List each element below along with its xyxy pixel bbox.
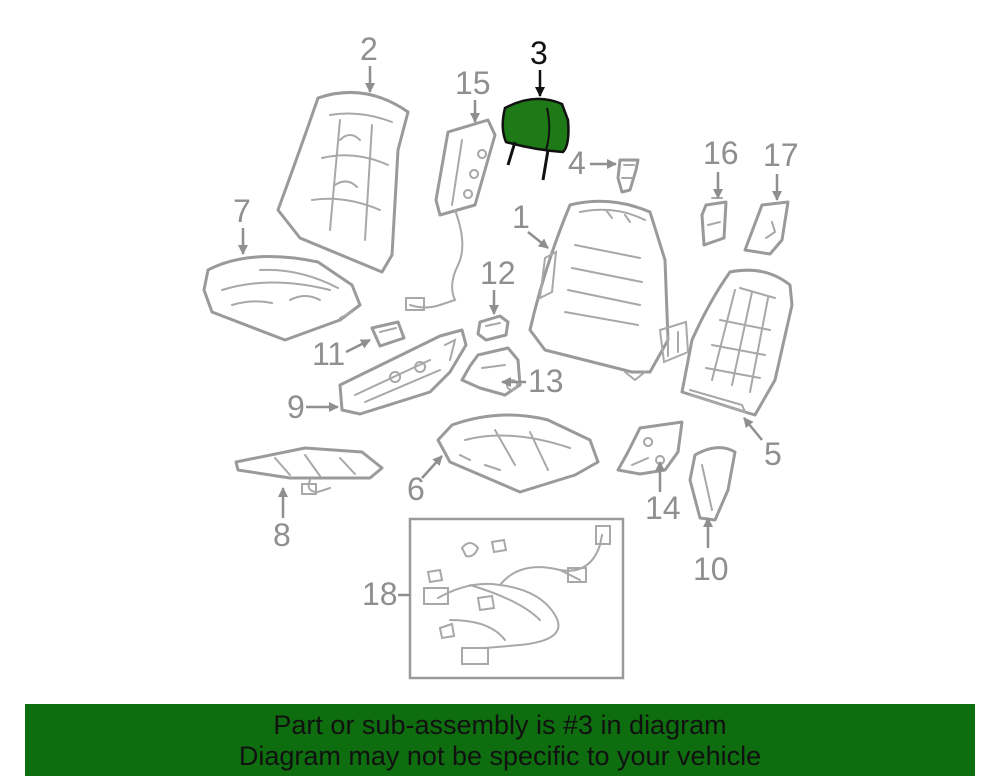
callout-label: 16 <box>703 135 739 171</box>
part-16-bracket[interactable] <box>700 197 728 247</box>
callout-label: 14 <box>645 490 681 526</box>
part-14-bracket[interactable] <box>616 420 684 476</box>
callout-11: 11 <box>312 336 371 372</box>
info-banner: Part or sub-assembly is #3 in diagram Di… <box>25 704 975 776</box>
callout-label: 13 <box>528 363 564 399</box>
part-15-side-airbag[interactable] <box>405 118 497 311</box>
callout-label: 18 <box>362 576 398 612</box>
part-1-seatback-pad[interactable] <box>528 199 690 382</box>
callout-12: 12 <box>480 255 516 315</box>
part-10-outer-cover[interactable] <box>688 446 737 522</box>
callout-label: 15 <box>455 65 491 101</box>
callout-label: 4 <box>568 145 586 181</box>
part-18-wire-harness-box[interactable] <box>408 517 625 680</box>
part-3-headrest[interactable] <box>501 97 570 181</box>
callout-3: 3 <box>530 35 548 97</box>
part-8-sensor-mat[interactable] <box>234 446 384 495</box>
part-17-cover[interactable] <box>743 200 790 256</box>
callout-label: 12 <box>480 255 516 291</box>
part-13-recliner-cover[interactable] <box>460 346 522 397</box>
part-5-seatback-frame[interactable] <box>680 268 794 417</box>
callout-label: 2 <box>360 31 378 67</box>
part-9-side-trim[interactable] <box>338 328 468 416</box>
banner-line-part: Part or sub-assembly is #3 in diagram <box>273 710 727 740</box>
callout-17: 17 <box>763 137 799 201</box>
part-6-cushion-pad[interactable] <box>436 413 600 494</box>
callout-8: 8 <box>273 487 291 553</box>
part-7-cushion-cover[interactable] <box>202 255 362 342</box>
callout-18: 18 <box>362 576 410 612</box>
callout-7: 7 <box>233 193 251 255</box>
callout-label: 3 <box>530 35 548 71</box>
callout-14: 14 <box>645 461 681 526</box>
callout-9: 9 <box>287 389 339 425</box>
callout-label: 8 <box>273 517 291 553</box>
callout-label: 17 <box>763 137 799 173</box>
callout-4: 4 <box>568 145 617 181</box>
callout-13: 13 <box>501 363 564 399</box>
part-4-headrest-guide[interactable] <box>616 158 640 194</box>
callout-label: 10 <box>693 551 729 587</box>
part-2-seatback-cover[interactable] <box>276 91 410 274</box>
seat-parts-diagram: 2 15 3 4 16 17 1 7 12 11 13 9 <box>202 31 799 680</box>
callout-label: 5 <box>764 436 782 472</box>
callout-15: 15 <box>455 65 491 123</box>
callout-label: 9 <box>287 389 305 425</box>
callout-10: 10 <box>693 517 729 587</box>
callout-5: 5 <box>743 417 782 472</box>
callout-label: 7 <box>233 193 251 229</box>
callout-label: 11 <box>312 336 345 372</box>
callout-1: 1 <box>512 199 549 249</box>
callout-label: 1 <box>512 199 530 235</box>
part-11-switch-cover[interactable] <box>370 320 406 348</box>
callout-6: 6 <box>407 455 443 507</box>
part-12-clip[interactable] <box>476 314 510 342</box>
banner-line-disclaimer: Diagram may not be specific to your vehi… <box>238 741 762 771</box>
callout-label: 6 <box>407 471 425 507</box>
callout-2: 2 <box>360 31 378 93</box>
callout-16: 16 <box>703 135 739 199</box>
